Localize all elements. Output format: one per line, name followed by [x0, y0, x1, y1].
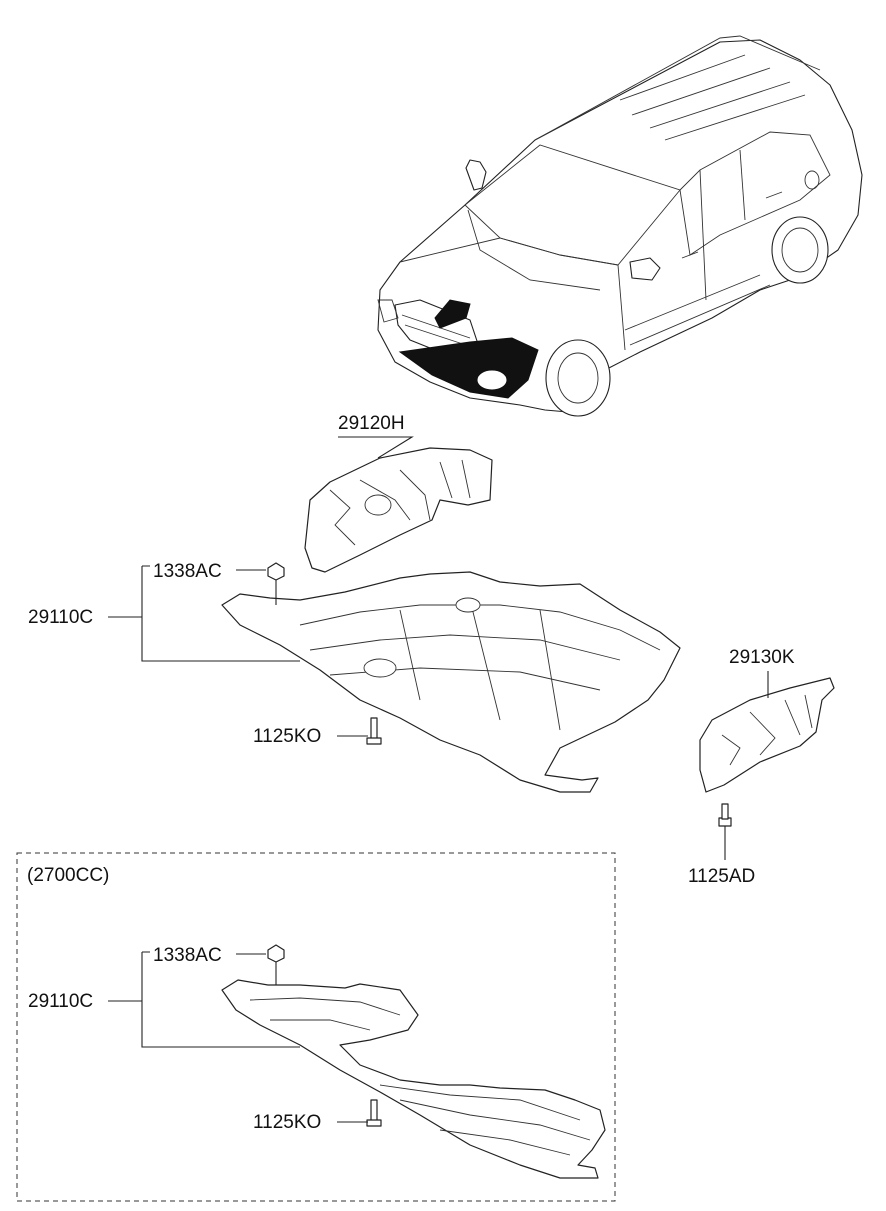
- leader-29120h: [338, 436, 414, 459]
- label-29110c-lower: 29110C: [28, 991, 93, 1012]
- label-1125ko-lower: 1125KO: [253, 1112, 321, 1133]
- bolt-1125ko-lower: [366, 1099, 382, 1127]
- leader-29110c-upper: [108, 565, 300, 662]
- label-1125ko-upper: 1125KO: [253, 726, 321, 747]
- highlighted-cover-area: [434, 299, 471, 329]
- label-29120h: 29120H: [338, 413, 405, 434]
- variant-2700cc-box: [16, 852, 616, 1202]
- label-1338ac-upper: 1338AC: [153, 561, 222, 582]
- vehicle-illustration: [377, 35, 863, 417]
- label-29130k: 29130K: [729, 647, 795, 668]
- bolt-1125ko-upper: [366, 717, 382, 745]
- nut-1338ac-upper: [267, 562, 285, 605]
- label-1125ad: 1125AD: [688, 866, 755, 887]
- nut-1338ac-lower: [267, 944, 285, 985]
- part-29110c-lower-cover: [221, 979, 606, 1179]
- bolt-1125ad: [718, 803, 732, 827]
- part-29130k-side-cover: [699, 677, 835, 793]
- label-29110c-upper: 29110C: [28, 607, 93, 628]
- label-1338ac-lower: 1338AC: [153, 945, 222, 966]
- label-2700cc: (2700CC): [27, 865, 109, 886]
- leader-29110c-lower: [108, 951, 300, 1048]
- part-29120h-cover: [304, 447, 493, 573]
- part-29110c-upper-cover: [221, 571, 681, 793]
